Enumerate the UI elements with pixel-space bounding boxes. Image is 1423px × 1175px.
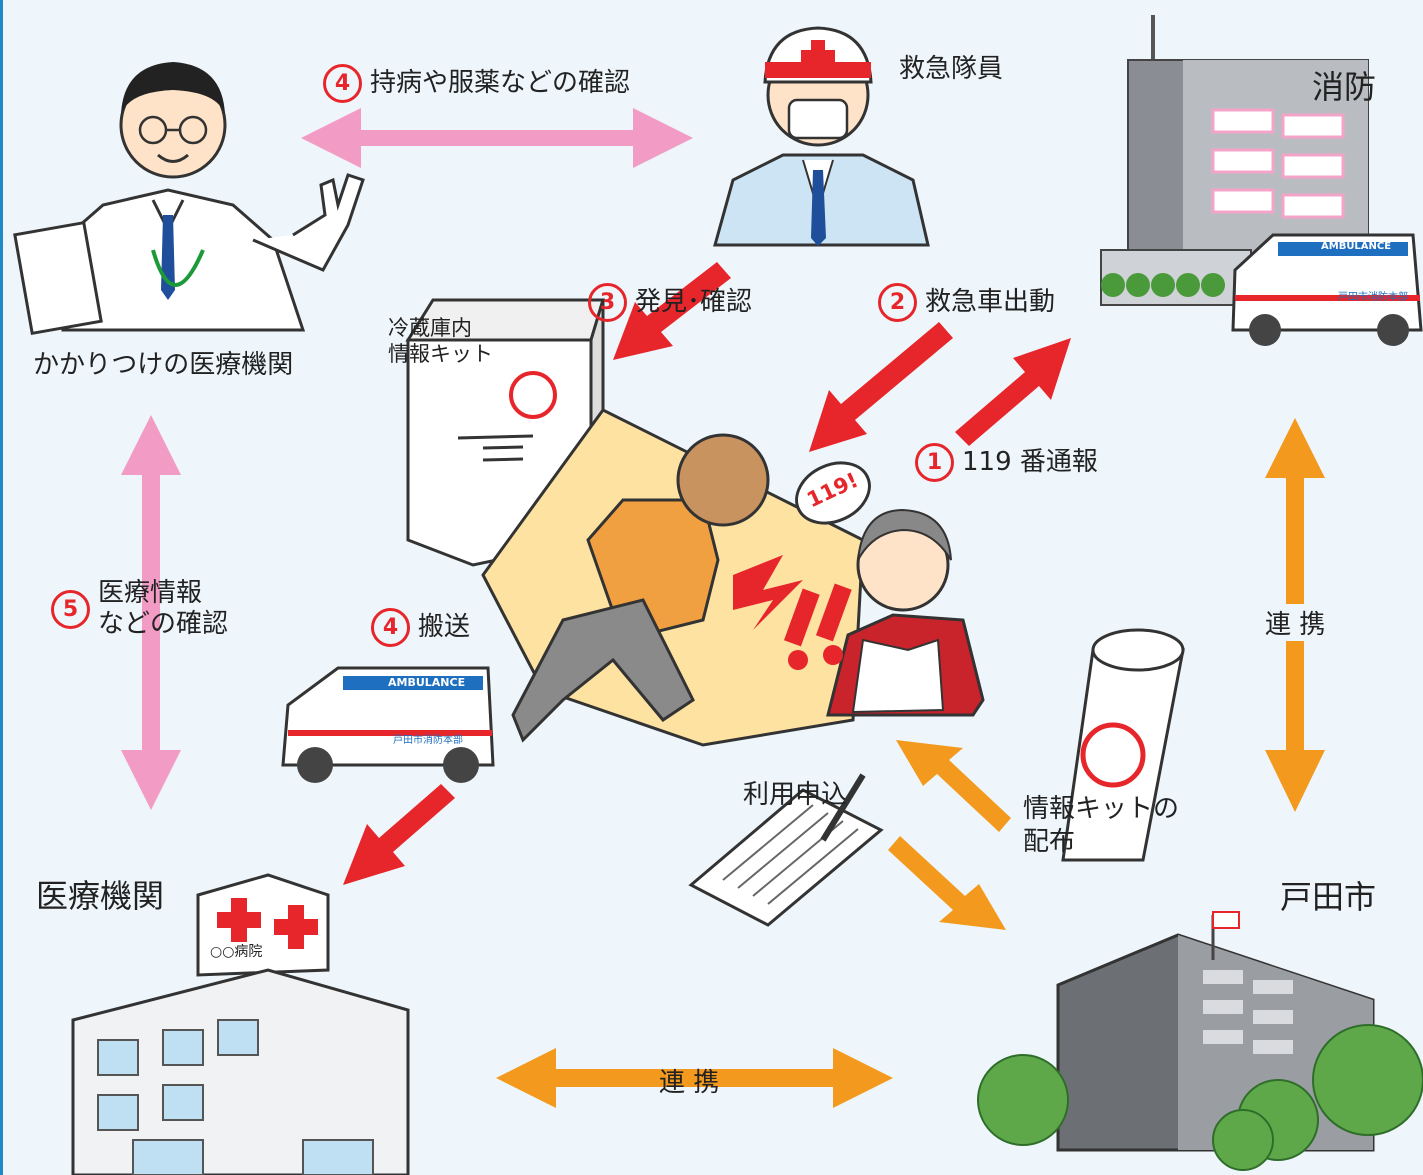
city-hall-illustration [977,911,1423,1171]
ambulance-fire-illustration [1231,233,1423,346]
hospital-illustration [71,873,410,1175]
ambulance-fire-side-text: 戸田市消防本部 [1338,292,1408,303]
arrow-clinic-paramedic [301,108,693,168]
city-label: 戸田市 [1280,878,1377,916]
arrow-step3 [613,262,731,360]
arrow-step2 [809,322,953,452]
step2-label: 2 救急車出動 [878,283,1055,322]
arrow-hospital-city [496,1048,893,1108]
step2-text: 救急車出動 [925,286,1056,317]
ambulance-fire-text: AMBULANCE [1321,241,1392,252]
paramedic-illustration [713,26,930,247]
ambulance-text: AMBULANCE [388,676,466,689]
ambulance-side-text: 戸田市消防本部 [393,735,463,746]
paramedic-label: 救急隊員 [899,54,1004,84]
step4-text: 持病や服薬などの確認 [370,67,631,98]
illustration-layer [13,15,1423,1175]
fire-department-label: 消防 [1312,68,1377,106]
application-paper-illustration [688,773,884,927]
step5-number: 5 [51,589,90,629]
ambulance-illustration [281,666,495,783]
arrow-apply [888,836,1006,930]
fridge-kit-label: 冷蔵庫内 情報キット [388,316,493,367]
hospital-sign-text: ○○病院 [210,944,263,960]
coop-right-label: 連 携 [1261,604,1330,641]
arrow-step1 [955,338,1071,446]
clinic-label: かかりつけの医療機関 [33,350,294,380]
step3-label: 3 発見･確認 [588,283,752,322]
step4-number: 4 [323,64,362,103]
step1-text: 119 番通報 [962,446,1098,477]
step5-text: 医療情報 などの確認 [98,578,229,640]
arrow-step4b [343,784,455,885]
step2-number: 2 [878,283,917,322]
step3-text: 発見･確認 [635,286,753,317]
step1-label: 1 119 番通報 [915,443,1098,482]
step4-confirm-label: 4 持病や服薬などの確認 [323,64,630,103]
step4-transport-label: 4 搬送 [371,608,470,647]
step5-label: 5 医療情報 などの確認 [51,578,228,640]
step1-number: 1 [915,443,954,482]
home-scene-illustration [481,408,985,747]
hospital-label: 医療機関 [36,877,165,915]
distribute-label: 情報キットの 配布 [1023,794,1180,857]
step4b-text: 搬送 [418,611,471,642]
apply-label: 利用申込 [743,780,848,810]
doctor-illustration [13,62,365,336]
info-kit-illustration [1061,628,1185,862]
coop-bottom-label: 連 携 [659,1068,720,1098]
arrow-distribute [896,740,1011,832]
arrow-clinic-hospital [121,415,181,810]
step3-number: 3 [588,283,627,322]
step4b-number: 4 [371,608,410,647]
